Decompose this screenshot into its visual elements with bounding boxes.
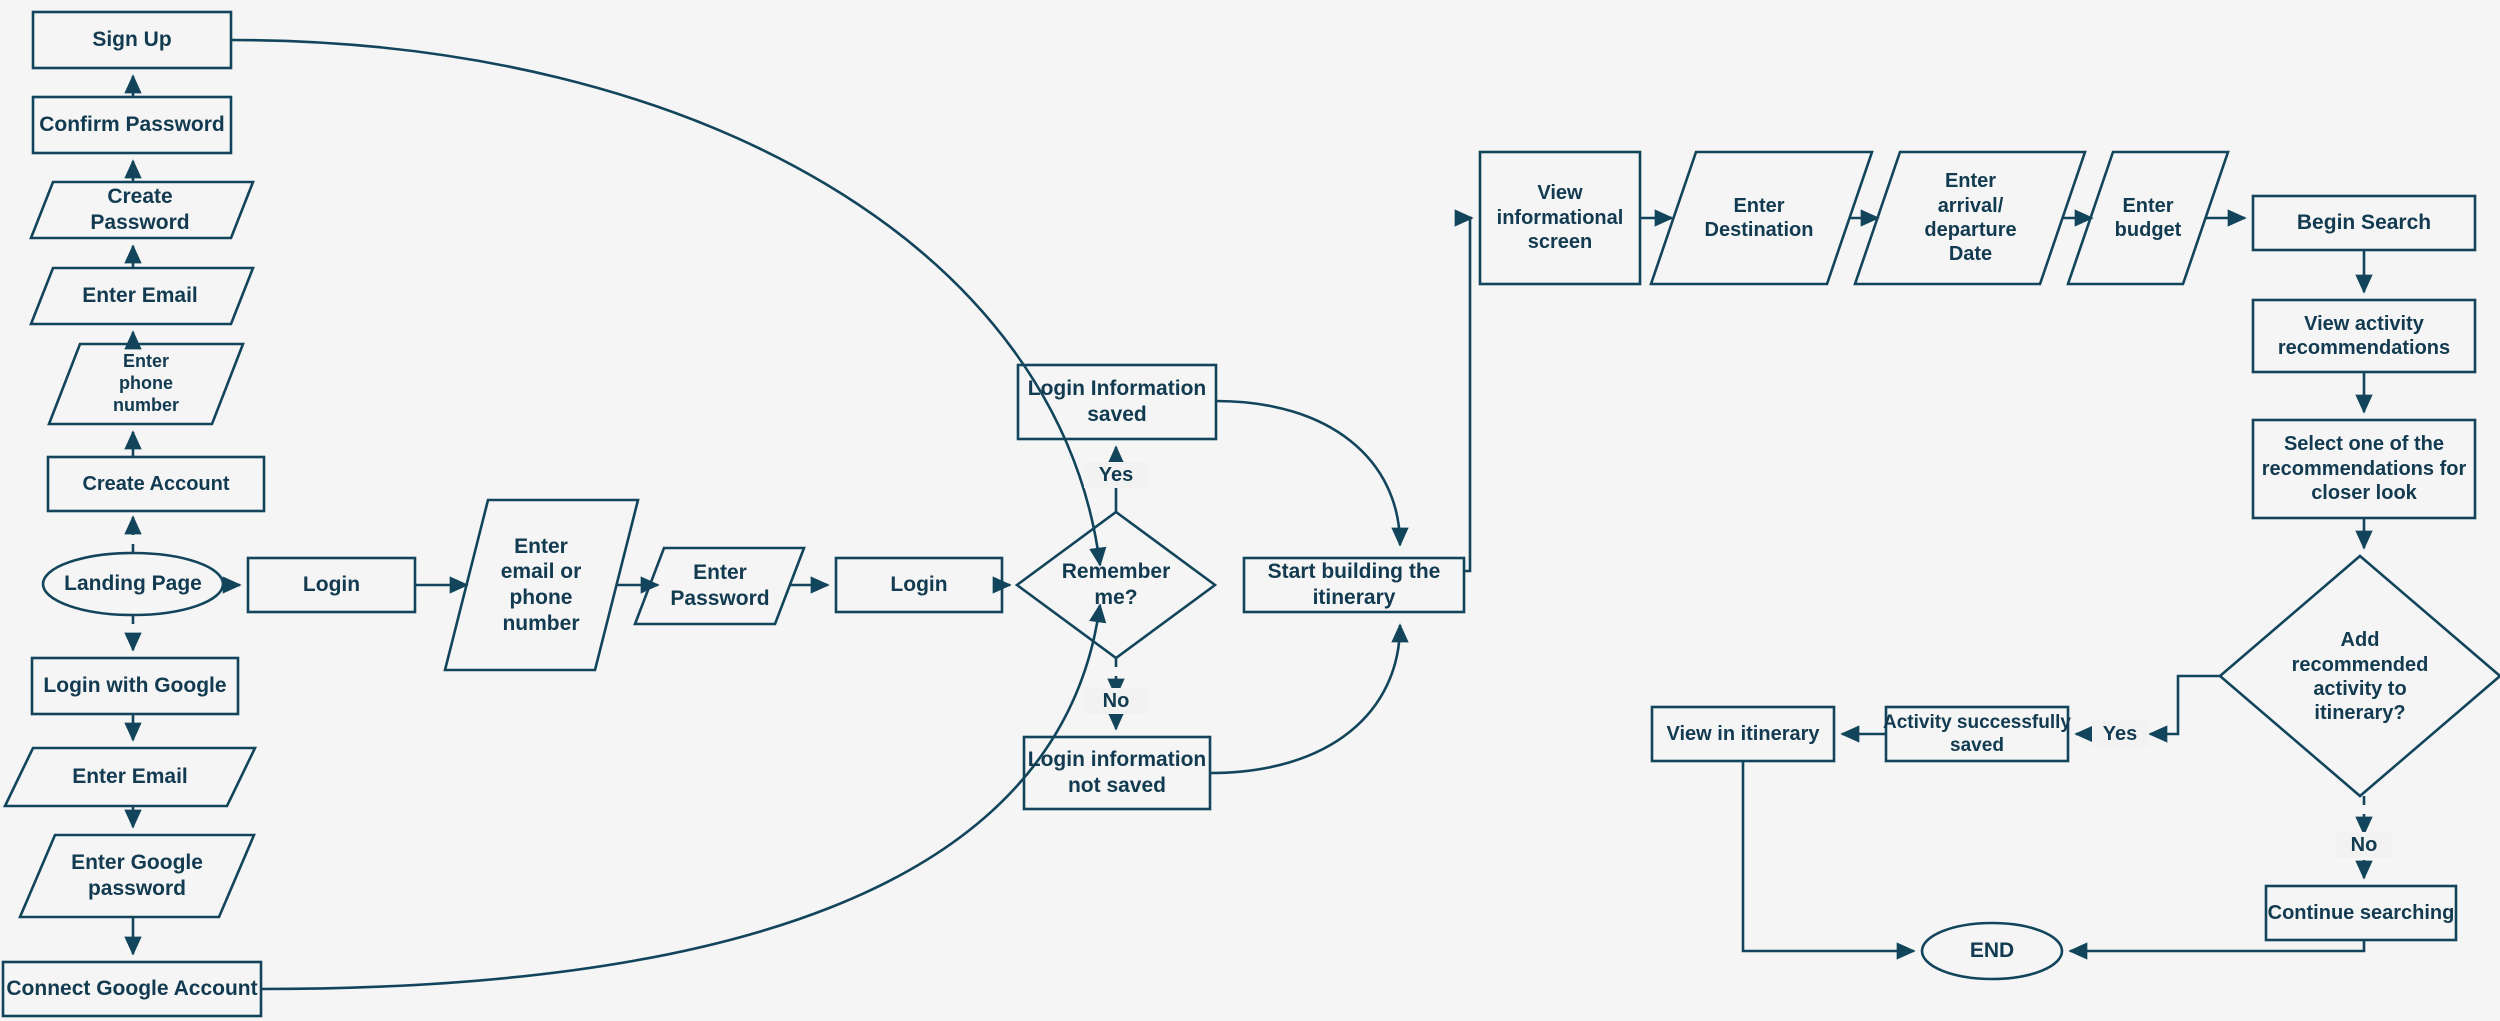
node-enter-destination[interactable] [1649,150,1874,286]
node-end[interactable] [1920,921,2064,981]
node-enter-google-password[interactable] [18,833,256,919]
node-start-building-itinerary[interactable] [1242,556,1466,614]
node-login-submit[interactable] [834,556,1004,614]
node-enter-phone-number[interactable] [47,342,245,426]
edge-label-remember-me-no: No [1084,688,1148,714]
node-landing-page[interactable] [41,551,225,617]
node-connect-google-account[interactable] [1,960,263,1018]
node-confirm-password[interactable] [31,95,233,155]
node-view-activity-recommendations[interactable] [2251,298,2477,374]
edge-label-remember-me-yes: Yes [1084,462,1148,488]
edge-view-itinerary-to-end [1741,761,1916,960]
node-create-account[interactable] [46,455,266,513]
node-enter-email-google[interactable] [2,746,258,808]
node-sign-up[interactable] [31,10,233,70]
edge-start-building-to-view-screen [1454,209,1474,573]
node-begin-search[interactable] [2251,194,2477,252]
edge-label-add-activity-yes: Yes [2092,721,2148,747]
edge-continue-searching-to-end [2068,940,2366,960]
node-login[interactable] [246,556,417,614]
node-login-with-google[interactable] [30,656,240,716]
node-select-recommendation[interactable] [2251,418,2477,520]
node-enter-email-signup[interactable] [29,266,255,326]
node-login-information-saved[interactable] [1016,363,1218,441]
node-enter-email-or-phone[interactable] [443,498,640,672]
edge-label-add-activity-no: No [2336,832,2392,858]
edge-sign-up-to-remember-me [230,38,1107,567]
node-continue-searching[interactable] [2264,884,2458,942]
node-login-information-not-saved[interactable] [1022,735,1212,811]
node-enter-password[interactable] [633,546,806,626]
edge-add-activity-yes [2148,674,2220,743]
node-enter-arrival-departure-date[interactable] [1853,150,2087,286]
edge-login-saved-to-start-building [1215,399,1409,547]
edge-connect-google-to-remember-me [260,603,1107,991]
node-remember-me[interactable] [1014,510,1218,660]
node-view-in-itinerary[interactable] [1650,705,1836,763]
node-add-recommended-activity[interactable] [2218,554,2500,798]
node-enter-budget[interactable] [2066,150,2230,286]
edge-login-not-saved-to-start-building [1209,623,1409,775]
node-create-password[interactable] [29,180,255,240]
node-view-informational-screen[interactable] [1478,150,1642,286]
node-activity-successfully-saved[interactable] [1884,705,2070,763]
